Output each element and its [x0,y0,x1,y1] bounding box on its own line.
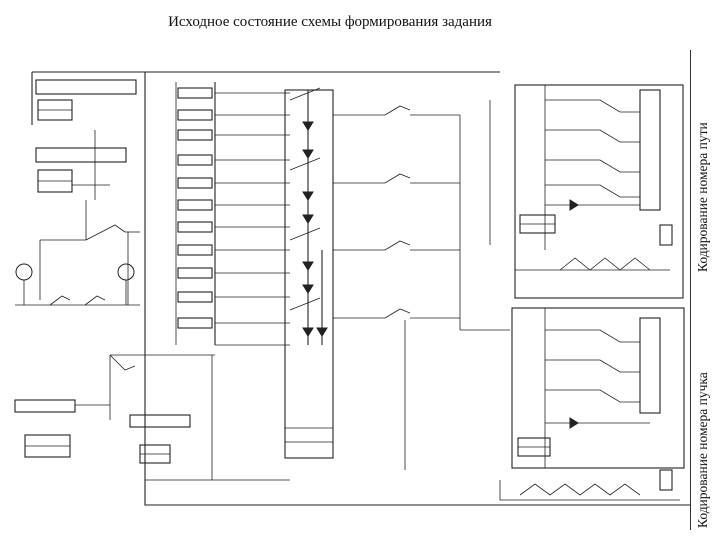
circuit-schematic [14,71,690,506]
relay-contact-ladder [175,82,290,346]
track-number-coding-label: Кодирование номера пути [695,122,710,272]
bundle-number-coding-label: Кодирование номера пучка [695,372,710,528]
diode-matrix [284,87,334,459]
left-relay-blocks [35,79,140,305]
middle-contacts [333,100,510,470]
label-separator-line [690,50,691,530]
lower-left-relays [14,354,290,481]
bundle-coding-block [499,307,685,501]
track-coding-block [514,84,684,299]
left-measuring-units [15,263,140,306]
outer-frame-wiring [31,71,690,506]
page-title: Исходное состояние схемы формирования за… [168,14,492,30]
